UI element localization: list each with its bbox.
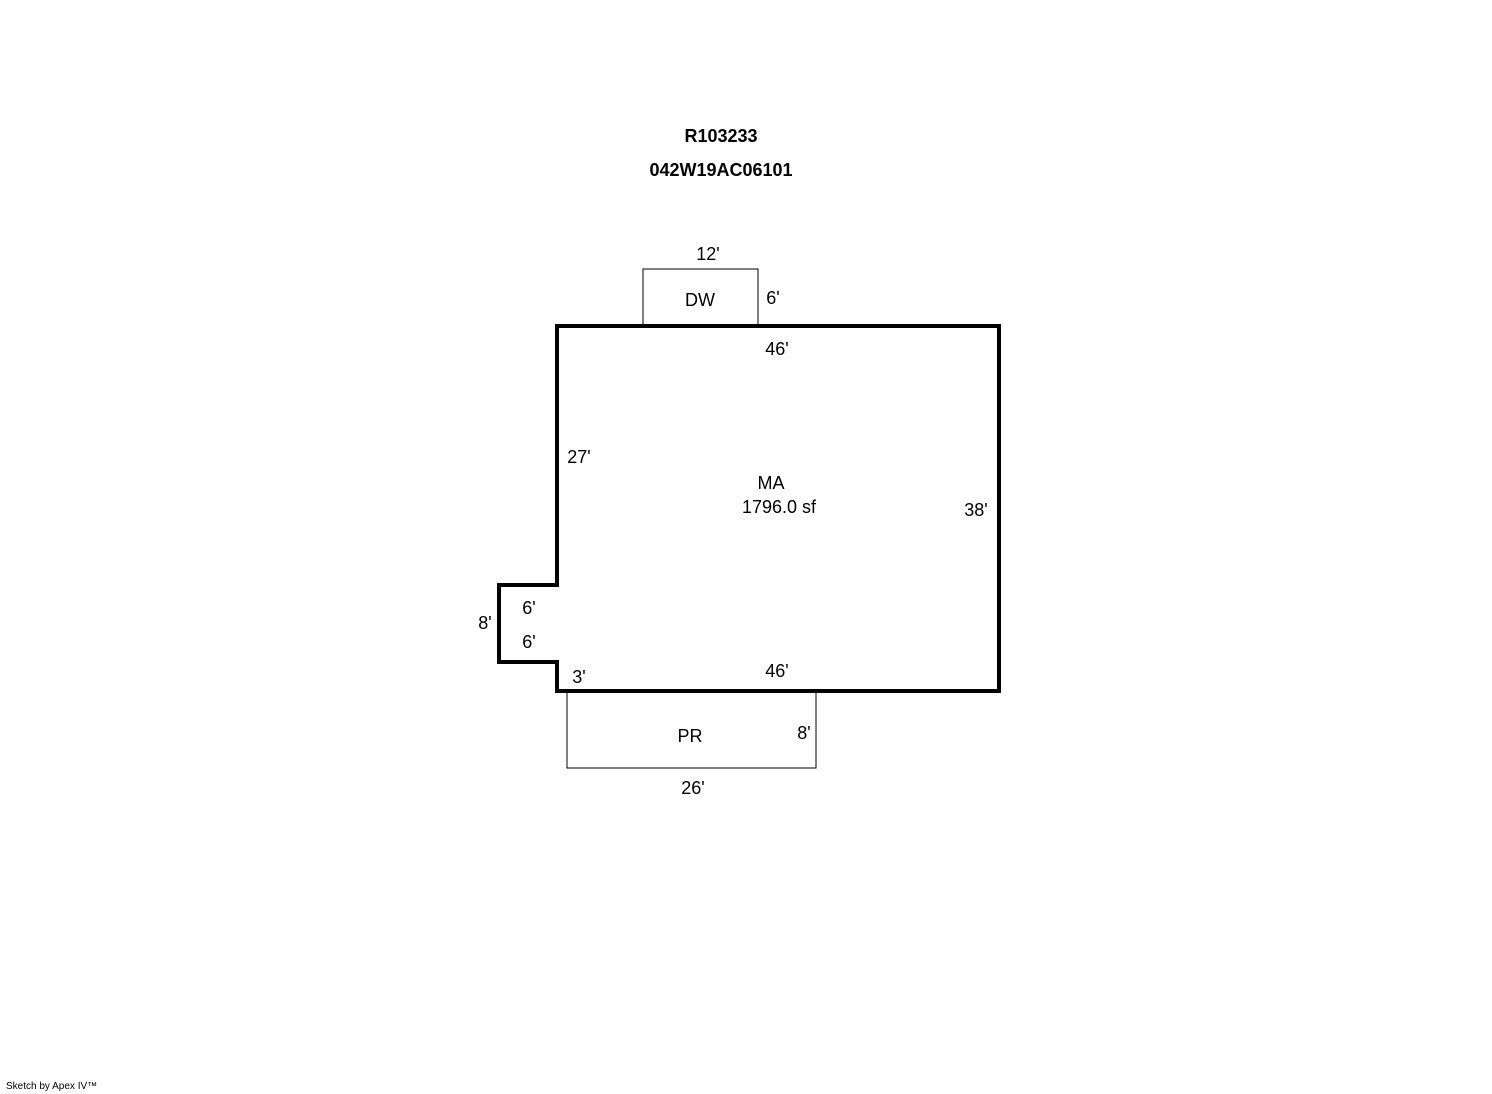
ma-left-lower-dimension: 3' xyxy=(572,667,585,687)
pr-width-dimension: 26' xyxy=(681,778,704,798)
ma-left-upper-dimension: 27' xyxy=(567,447,590,467)
dw-width-dimension: 12' xyxy=(696,244,719,264)
pr-label: PR xyxy=(677,726,702,746)
notch-lower-dimension: 6' xyxy=(522,632,535,652)
ma-right-dimension: 38' xyxy=(964,500,987,520)
notch-upper-dimension: 6' xyxy=(522,598,535,618)
notch-depth-dimension: 8' xyxy=(478,613,491,633)
ma-area-value: 1796.0 sf xyxy=(742,497,817,517)
parcel-id-title: 042W19AC06101 xyxy=(649,160,793,180)
account-id-title: R103233 xyxy=(684,126,758,146)
pr-depth-dimension: 8' xyxy=(797,723,810,743)
dw-depth-dimension: 6' xyxy=(766,288,779,308)
sketch-credit: Sketch by Apex IV™ xyxy=(6,1081,98,1092)
ma-label: MA xyxy=(758,473,785,493)
ma-top-dimension: 46' xyxy=(765,339,788,359)
ma-bottom-dimension: 46' xyxy=(765,661,788,681)
dw-label: DW xyxy=(685,290,715,310)
ma-area-outline xyxy=(497,324,1001,693)
